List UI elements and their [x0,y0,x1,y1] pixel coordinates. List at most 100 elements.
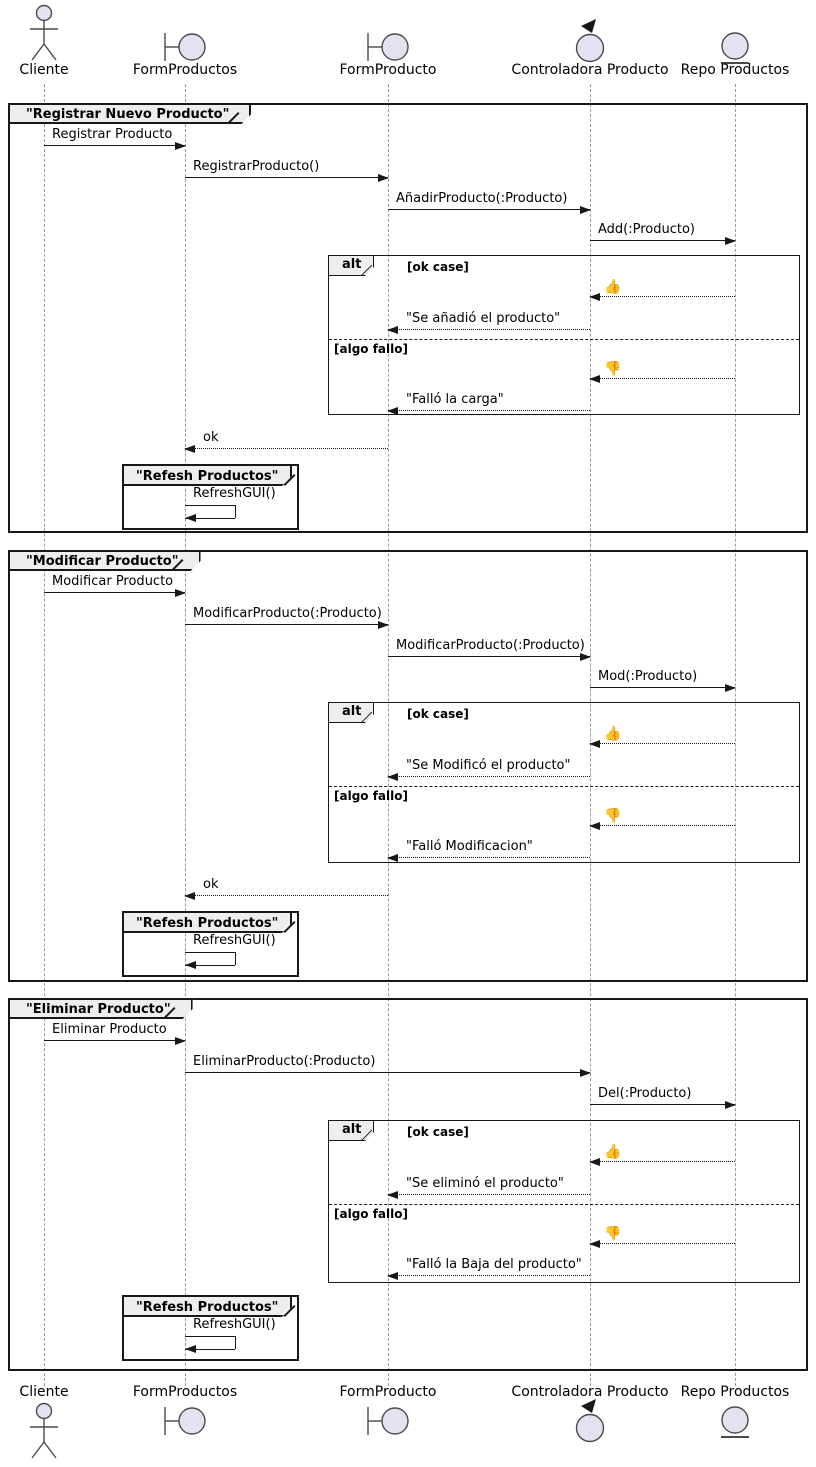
frame-eliminar-producto: "Eliminar Producto" [8,998,808,1371]
message-line [590,1243,735,1244]
msg-eliminar-producto: Eliminar Producto [44,1021,186,1045]
msg-add-call: Add(:Producto) [590,221,736,245]
frame-title-tab: "Registrar Nuevo Producto" [8,103,251,124]
self-message-line [185,518,235,519]
arrowhead-icon [185,514,196,522]
arrowhead-icon [185,961,196,969]
boundary-icon [164,1407,206,1435]
arrowhead-icon [175,1037,186,1045]
message-line [388,1194,590,1195]
arrowhead-icon [378,174,389,182]
boundary-icon [164,33,206,61]
arrowhead-icon [580,1069,591,1077]
message-line [388,776,590,777]
arrowhead-icon [175,589,186,597]
message-line [388,656,590,657]
thumbs-down-icon: 👎 [604,361,622,377]
boundary-icon [367,33,409,61]
self-message-label: RefreshGUI() [193,1317,276,1332]
message-label: EliminarProducto(:Producto) [193,1054,376,1069]
reply-se-anadio: "Se añadió el producto" [387,310,590,334]
arrowhead-icon [589,293,600,301]
guard-algo-fallo: [algo fallo] [334,342,408,356]
msg-registrarproducto-call: RegistrarProducto() [185,158,389,182]
arrowhead-icon [184,445,195,453]
arrowhead-icon [580,653,591,661]
alt-divider [329,786,799,787]
msg-modificar-producto: Modificar Producto [44,573,186,597]
participant-label-controladora-top: Controladora Producto [511,62,669,78]
arrowhead-icon [589,375,600,383]
alt-fragment-eliminar: alt [ok case] [algo fallo] [328,1120,800,1283]
arrowhead-icon [589,740,600,748]
msg-ok-return: ok [184,429,388,453]
self-message-line [185,505,235,506]
message-label: "Falló la Baja del producto" [406,1257,582,1272]
message-label: ok [203,430,219,445]
arrowhead-icon [589,1240,600,1248]
participant-label-formproductos-bottom: FormProductos [132,1384,238,1400]
frame-registrar-nuevo-producto: "Registrar Nuevo Producto" [8,103,808,533]
entity-icon [721,1406,749,1438]
message-line [590,1104,735,1105]
message-line [590,240,735,241]
reply-fallo-modificacion: "Falló Modificacion" [387,838,590,862]
arrowhead-icon [387,773,398,781]
alt-operator-tab: alt [328,1120,374,1141]
message-line [590,378,735,379]
message-line [590,825,735,826]
arrowhead-icon [175,142,186,150]
lifeline-controladora-producto [589,84,591,1386]
message-label: "Se eliminó el producto" [406,1176,564,1191]
message-label: ModificarProducto(:Producto) [193,606,382,621]
msg-eliminarproducto-call: EliminarProducto(:Producto) [185,1053,591,1077]
lifeline-repo-productos [734,84,736,1386]
group-title-tab: "Refesh Productos" [122,464,292,486]
actor-icon [30,1402,58,1459]
self-message-line [185,952,235,953]
message-line [388,857,590,858]
thumbs-down-icon: 👎 [604,1226,622,1242]
participant-label-cliente-bottom: Cliente [19,1384,69,1400]
message-line [590,687,735,688]
message-line [185,177,388,178]
msg-modificarproducto-call-2: ModificarProducto(:Producto) [388,637,591,661]
participant-label-formproductos-top: FormProductos [132,62,238,78]
arrowhead-icon [378,621,389,629]
arrowhead-icon [387,1191,398,1199]
message-line [185,448,388,449]
message-label: Mod(:Producto) [598,669,698,684]
alt-fragment-registrar: alt [ok case] [algo fallo] [328,255,800,415]
message-line [388,329,590,330]
arrowhead-icon [580,206,591,214]
message-line [185,624,388,625]
alt-divider [329,1204,799,1205]
entity-icon [721,32,749,64]
message-label: AñadirProducto(:Producto) [396,191,568,206]
arrowhead-icon [589,1158,600,1166]
message-label: ok [203,877,219,892]
message-label: Registrar Producto [52,127,173,142]
actor-icon [30,4,58,61]
alt-fragment-modificar: alt [ok case] [algo fallo] [328,702,800,863]
participant-label-controladora-bottom: Controladora Producto [511,1384,669,1400]
frame-modificar-producto: "Modificar Producto" [8,550,808,982]
lifeline-formproducto [387,84,389,1386]
frame-title-tab: "Eliminar Producto" [8,998,193,1019]
arrowhead-icon [725,1101,736,1109]
arrowhead-icon [589,822,600,830]
message-label: RegistrarProducto() [193,159,320,174]
reply-se-elimino: "Se eliminó el producto" [387,1175,590,1199]
message-label: "Falló Modificacion" [406,839,533,854]
message-label: "Se añadió el producto" [406,311,561,326]
message-line [590,743,735,744]
participant-label-formproducto-bottom: FormProducto [339,1384,437,1400]
alt-divider [329,339,799,340]
message-label: ModificarProducto(:Producto) [396,638,585,653]
group-title-tab: "Refesh Productos" [122,1295,292,1317]
arrowhead-icon [184,892,195,900]
message-line [44,1040,185,1041]
arrowhead-icon [387,854,398,862]
group-refresh-productos-1: "Refesh Productos" [122,464,299,530]
